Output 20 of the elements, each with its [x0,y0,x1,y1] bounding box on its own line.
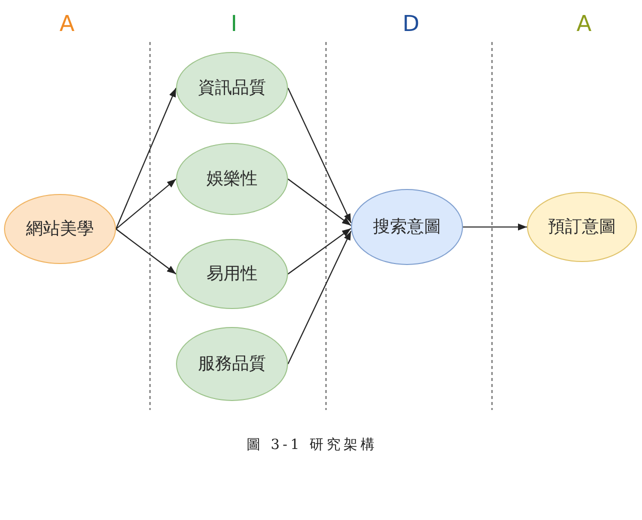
arrow [288,88,352,224]
node-label: 易用性 [206,264,258,284]
node-label: 服務品質 [198,354,266,374]
stage-letter: A [576,14,592,36]
node-label: 搜索意圖 [373,216,441,238]
stage-letter: D [402,14,420,36]
arrow [116,178,176,230]
arrow [463,224,527,230]
arrow [288,228,352,274]
stage-letter: A [59,14,75,36]
arrow [116,88,176,230]
node-label: 娛樂性 [206,168,258,190]
node-label: 資訊品質 [198,78,266,98]
arrow [288,230,352,364]
arrow [116,228,176,274]
node-label: 預訂意圖 [548,216,616,238]
node-label: 網站美學 [26,218,94,240]
stage-letter: I [230,14,238,36]
figure-caption: 圖 3-1 研究架構 [246,436,378,454]
arrow [288,178,352,226]
